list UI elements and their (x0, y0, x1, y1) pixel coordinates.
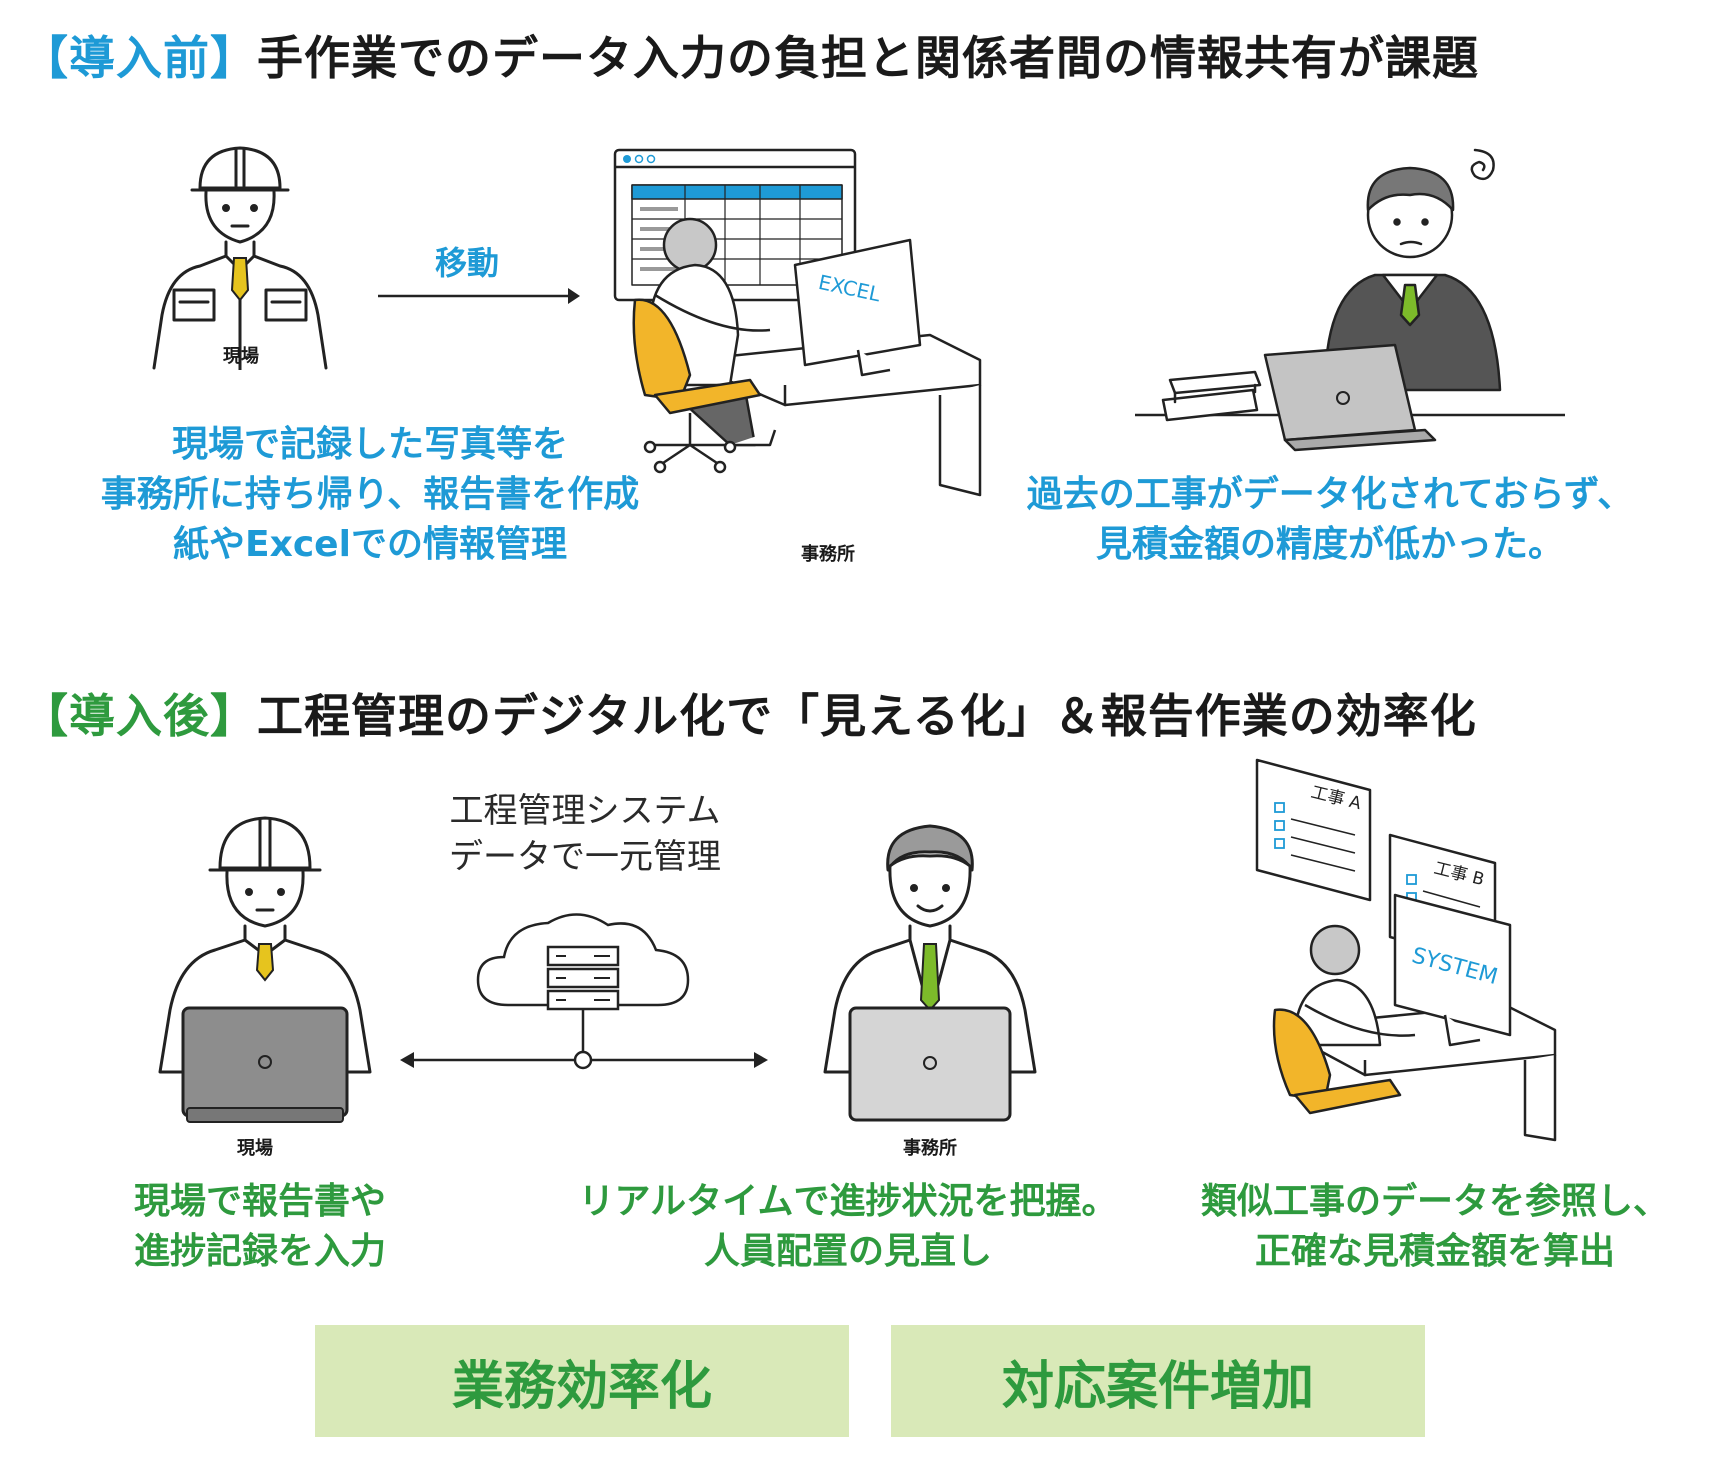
before-office-caption: 事務所 (801, 544, 855, 565)
system-label: 工程管理システム データで一元管理 (395, 788, 775, 880)
after-office-caption: 事務所 (903, 1138, 957, 1159)
system-label-line2: データで一元管理 (449, 837, 721, 877)
after-tag: 【導入後】 (22, 689, 257, 743)
system-label-line1: 工程管理システム (449, 791, 721, 831)
server-icon (546, 945, 620, 1011)
move-arrow (378, 288, 580, 304)
before-heading: 【導入前】手作業でのデータ入力の負担と関係者間の情報共有が課題 (22, 22, 1479, 88)
after-desc-right-line2: 正確な見積金額を算出 (1254, 1231, 1615, 1272)
before-site-caption: 現場 (223, 346, 259, 367)
arrow-left-icon (400, 1052, 414, 1068)
after-desc-right: 類似工事のデータを参照し、 正確な見積金額を算出 (1165, 1177, 1705, 1277)
after-desc-right-line1: 類似工事のデータを参照し、 (1200, 1181, 1669, 1222)
before-tag: 【導入前】 (22, 31, 257, 85)
before-desc-left-line1: 現場で記録した写真等を (171, 424, 568, 465)
result-box-efficiency: 業務効率化 (315, 1325, 849, 1437)
worker-illustration (152, 146, 328, 370)
before-desc-left: 現場で記録した写真等を 事務所に持ち帰り、報告書を作成 紙やExcelでの情報管… (90, 420, 650, 570)
after-desc-left-line2: 進捗記録を入力 (133, 1231, 386, 1272)
after-heading: 【導入後】工程管理のデジタル化で「見える化」＆報告作業の効率化 (22, 680, 1477, 746)
system-desk-illustration: 工事 A 工事 B SYSTEM (1255, 758, 1557, 1142)
result-box-more-projects: 対応案件増加 (891, 1325, 1425, 1437)
before-desc-right: 過去の工事がデータ化されておらず、 見積金額の精度が低かった。 (1005, 470, 1655, 570)
before-desc-left-line2: 事務所に持ち帰り、報告書を作成 (100, 474, 640, 515)
after-desc-left-line1: 現場で報告書や (133, 1181, 386, 1222)
after-desc-left: 現場で報告書や 進捗記録を入力 (105, 1177, 415, 1277)
after-desc-center-line1: リアルタイムで進捗状況を把握。 (578, 1181, 1118, 1222)
before-desc-right-line1: 過去の工事がデータ化されておらず、 (1026, 474, 1634, 515)
after-title: 工程管理のデジタル化で「見える化」＆報告作業の効率化 (257, 689, 1477, 743)
office-staff-laptop-illustration (823, 824, 1037, 1122)
after-desc-center-line2: 人員配置の見直し (703, 1231, 992, 1272)
site-worker-laptop-illustration (158, 816, 372, 1123)
before-desc-right-line2: 見積金額の精度が低かった。 (1095, 524, 1564, 565)
move-label: 移動 (435, 244, 500, 282)
before-title: 手作業でのデータ入力の負担と関係者間の情報共有が課題 (257, 31, 1479, 85)
before-desc-left-line3: 紙やExcelでの情報管理 (173, 524, 567, 565)
office-excel-illustration: EXCEL (613, 148, 982, 497)
cloud-server-connection (400, 913, 768, 1070)
after-desc-center: リアルタイムで進捗状況を把握。 人員配置の見直し (568, 1177, 1128, 1277)
arrow-right-icon (754, 1052, 768, 1068)
after-site-caption: 現場 (237, 1138, 273, 1159)
worried-manager-illustration (1135, 148, 1565, 452)
